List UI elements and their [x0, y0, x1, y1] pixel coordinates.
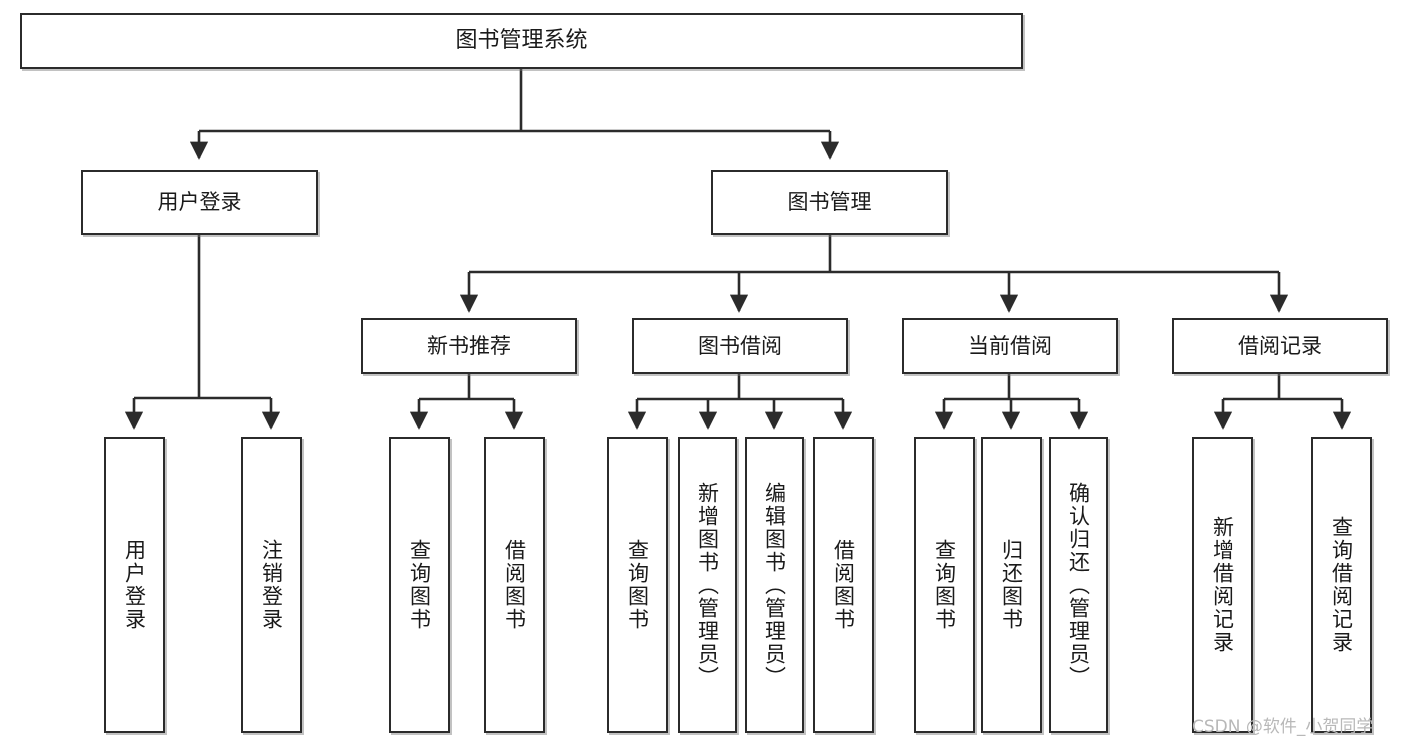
node-leaf-query-borrow-record[interactable]: 查询借阅记录 — [1311, 437, 1372, 733]
node-label: 图书管理 — [787, 190, 872, 215]
node-leaf-edit-book-admin[interactable]: 编辑图书（管理员） — [745, 437, 804, 733]
node-borrow-record[interactable]: 借阅记录 — [1172, 318, 1388, 374]
node-label: 借阅图书 — [831, 539, 856, 631]
node-label: 查询图书 — [407, 539, 432, 631]
node-leaf-return-book[interactable]: 归还图书 — [981, 437, 1042, 733]
node-leaf-query-book-recommend[interactable]: 查询图书 — [389, 437, 450, 733]
node-label: 借阅图书 — [502, 539, 527, 631]
node-label: 注销登录 — [259, 539, 284, 631]
node-leaf-user-login[interactable]: 用户登录 — [104, 437, 165, 733]
node-label: 查询图书 — [625, 539, 650, 631]
node-user-login[interactable]: 用户登录 — [81, 170, 318, 235]
node-label: 新书推荐 — [427, 333, 511, 358]
node-label: 查询借阅记录 — [1329, 516, 1354, 654]
node-current-borrow[interactable]: 当前借阅 — [902, 318, 1118, 374]
csdn-watermark: CSDN @软件_小贺同学 — [1192, 717, 1374, 737]
node-leaf-query-book-current[interactable]: 查询图书 — [914, 437, 975, 733]
node-leaf-borrow-book[interactable]: 借阅图书 — [813, 437, 874, 733]
node-label: 查询图书 — [932, 539, 957, 631]
node-leaf-logout[interactable]: 注销登录 — [241, 437, 302, 733]
node-label: 新增图书（管理员） — [695, 481, 720, 689]
node-label: 编辑图书（管理员） — [762, 481, 787, 689]
node-new-book-recommend[interactable]: 新书推荐 — [361, 318, 577, 374]
node-book-borrow[interactable]: 图书借阅 — [632, 318, 848, 374]
node-label: 当前借阅 — [968, 333, 1052, 358]
node-leaf-add-book-admin[interactable]: 新增图书（管理员） — [678, 437, 737, 733]
node-label: 确认归还（管理员） — [1066, 481, 1091, 689]
node-label: 图书管理系统 — [455, 28, 588, 54]
node-leaf-confirm-return-admin[interactable]: 确认归还（管理员） — [1049, 437, 1108, 733]
node-book-management[interactable]: 图书管理 — [711, 170, 948, 235]
node-label: 新增借阅记录 — [1210, 516, 1235, 654]
node-leaf-query-book-borrow[interactable]: 查询图书 — [607, 437, 668, 733]
node-label: 图书借阅 — [698, 333, 782, 358]
node-leaf-borrow-book-recommend[interactable]: 借阅图书 — [484, 437, 545, 733]
node-root-system[interactable]: 图书管理系统 — [20, 13, 1023, 69]
node-label: 用户登录 — [122, 539, 147, 631]
node-label: 用户登录 — [157, 190, 242, 215]
node-label: 借阅记录 — [1238, 333, 1322, 358]
node-leaf-add-borrow-record[interactable]: 新增借阅记录 — [1192, 437, 1253, 733]
node-label: 归还图书 — [999, 539, 1024, 631]
